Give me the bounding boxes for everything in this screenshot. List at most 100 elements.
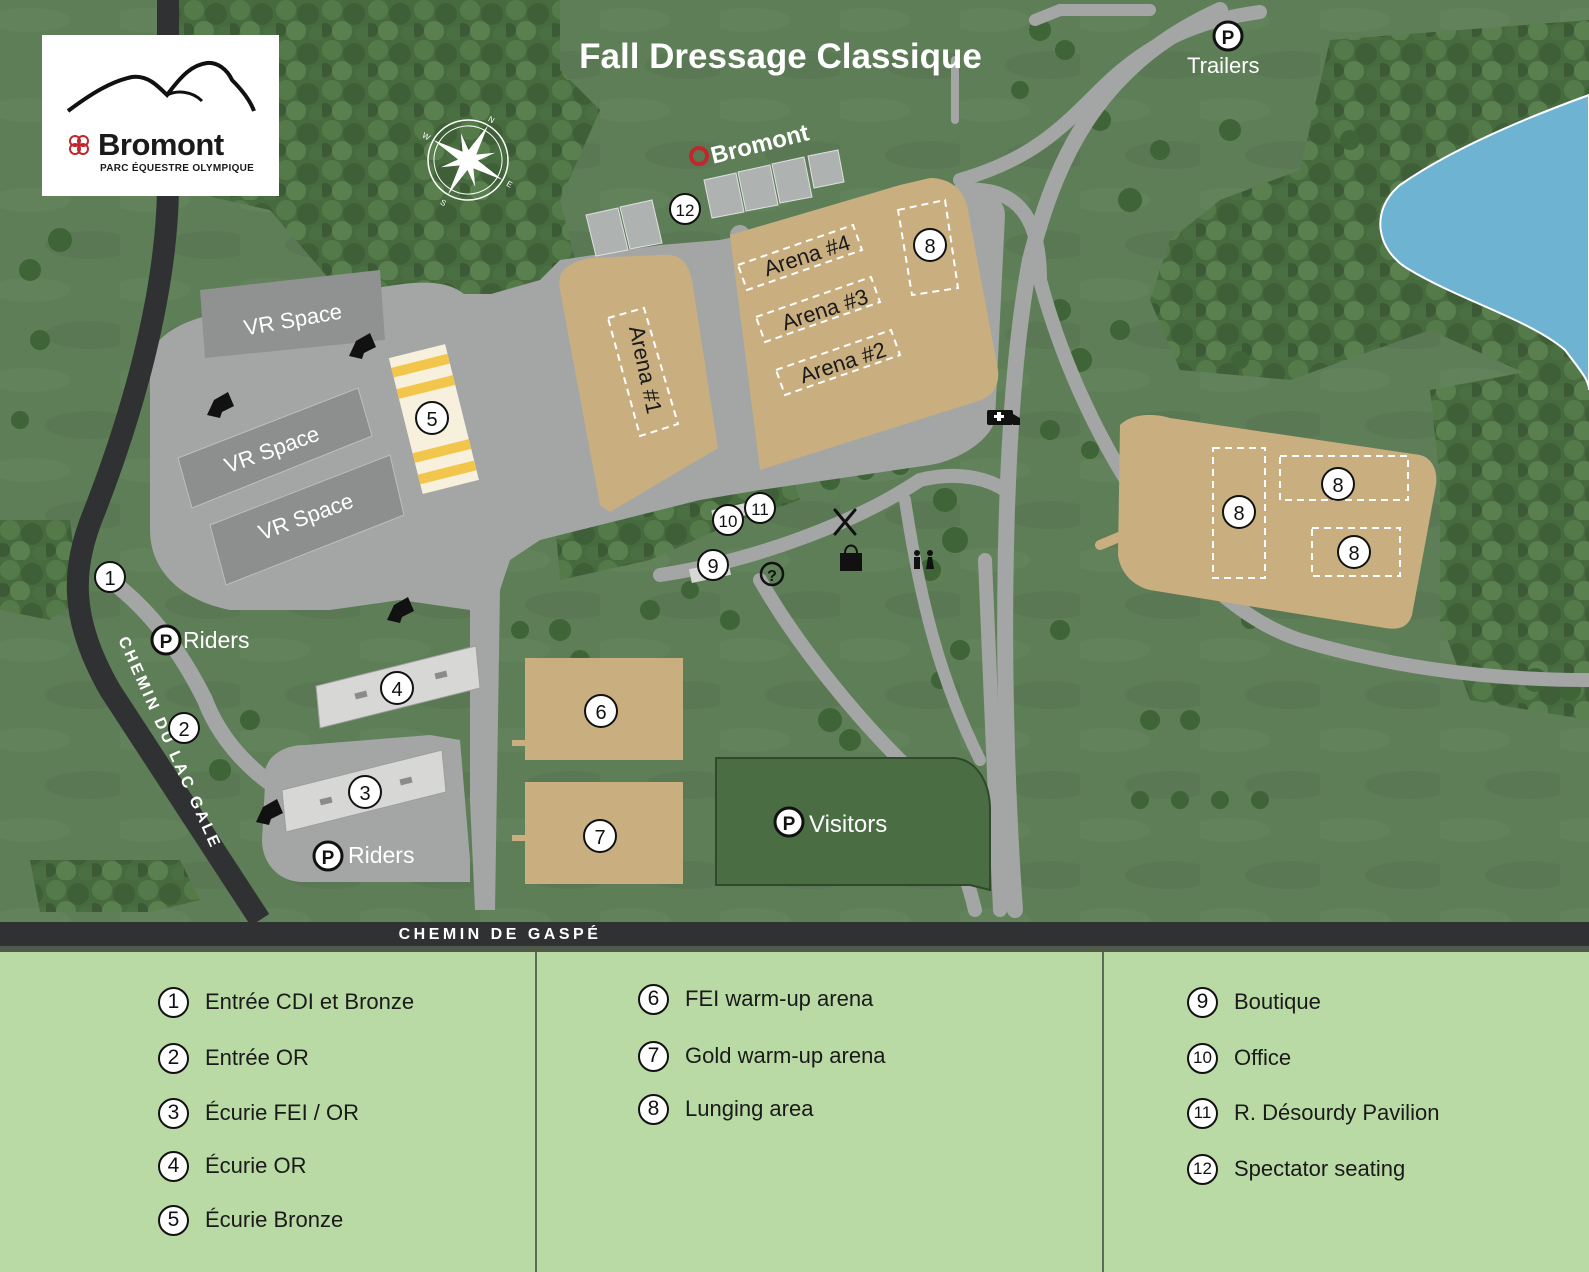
marker-1: 1 (94, 561, 126, 593)
legend-divider (535, 952, 537, 1272)
legend-label: Boutique (1234, 989, 1321, 1014)
legend-label: Écurie FEI / OR (205, 1100, 360, 1125)
riders-label: Riders (183, 627, 249, 653)
riders-label: Riders (348, 842, 414, 868)
question-icon: ? (759, 561, 785, 587)
logo-wordmark: Bromont (98, 127, 224, 162)
legend-item: 7 Gold warm-up arena (638, 1038, 886, 1074)
svg-text:4: 4 (391, 679, 402, 701)
svg-text:N: N (486, 114, 496, 125)
svg-text:3: 3 (359, 783, 370, 805)
svg-text:6: 6 (595, 702, 606, 724)
road-chemin-du-lac-gale (66, 0, 270, 927)
marker-8: 8 (1337, 535, 1371, 569)
marker-8: 8 (913, 228, 947, 262)
road-label-south: CHEMIN DE GASPÉ (398, 926, 602, 943)
legend-label: Entrée CDI et Bronze (205, 989, 415, 1014)
svg-text:E: E (505, 179, 514, 189)
svg-text:P: P (160, 632, 173, 653)
svg-text:8: 8 (1233, 503, 1244, 525)
svg-text:8: 8 (1348, 543, 1359, 565)
svg-text:2: 2 (178, 719, 189, 741)
visitors-label: Visitors (809, 811, 887, 838)
svg-text:P: P (783, 814, 796, 835)
lake (1379, 93, 1589, 391)
legend-number: 3 (158, 1097, 189, 1129)
legend-number: 12 (1187, 1153, 1218, 1185)
legend-number: 4 (158, 1150, 189, 1182)
legend-label: Écurie OR (205, 1153, 307, 1178)
marker-4: 4 (380, 671, 414, 705)
marker-9: 9 (697, 549, 729, 581)
legend-number: 1 (158, 986, 189, 1018)
legend-item: 3 Écurie FEI / OR (158, 1095, 359, 1131)
svg-text:10: 10 (719, 512, 738, 531)
map-title: Fall Dressage Classique (579, 37, 982, 76)
svg-text:9: 9 (707, 556, 718, 578)
svg-text:?: ? (767, 568, 777, 585)
vr-spaces (177, 387, 405, 586)
marker-8: 8 (1222, 495, 1256, 529)
olympic-rings-icon (69, 135, 89, 155)
legend-divider (1102, 952, 1104, 1272)
marker-3: 3 (348, 775, 382, 809)
shopping-bag-icon (840, 544, 862, 571)
legend-item: 10 Office (1187, 1040, 1291, 1076)
legend-number: 6 (638, 983, 669, 1015)
site-map: VR Space VR Space VR Space Arena #1 Aren… (0, 0, 1589, 952)
legend-label: Entrée OR (205, 1045, 309, 1070)
marker-5: 5 (415, 401, 449, 435)
legend-label: FEI warm-up arena (685, 986, 874, 1011)
parking-icon: P (150, 624, 182, 656)
legend-label: Spectator seating (1234, 1156, 1406, 1181)
parking-icon: P (1212, 20, 1244, 52)
marker-6: 6 (584, 694, 618, 728)
legend-number: 11 (1187, 1097, 1218, 1129)
marker-7: 7 (583, 819, 617, 853)
legend-number: 10 (1187, 1042, 1218, 1074)
legend-number: 7 (638, 1040, 669, 1072)
legend-item: 4 Écurie OR (158, 1148, 306, 1184)
legend-item: 12 Spectator seating (1187, 1151, 1405, 1187)
logo-subtitle: PARC ÉQUESTRE OLYMPIQUE (100, 163, 255, 174)
svg-text:S: S (439, 198, 448, 208)
marker-8: 8 (1321, 467, 1355, 501)
legend-item: 2 Entrée OR (158, 1040, 309, 1076)
restroom-icon (914, 550, 934, 569)
legend-label: Écurie Bronze (205, 1207, 344, 1232)
parking-icon: P (312, 840, 344, 872)
svg-text:12: 12 (676, 201, 695, 220)
spectator-stands (585, 149, 845, 257)
legend-item: 1 Entrée CDI et Bronze (158, 984, 414, 1020)
ambulance-icon (987, 410, 1020, 425)
legend-number: 9 (1187, 986, 1218, 1018)
legend-item: 6 FEI warm-up arena (638, 981, 873, 1017)
svg-text:W: W (421, 131, 432, 143)
horse-head-icon (207, 333, 414, 825)
svg-text:P: P (1222, 28, 1235, 49)
legend-item: 11 R. Désourdy Pavilion (1187, 1095, 1439, 1131)
marker-10: 10 (712, 504, 744, 536)
svg-text:P: P (322, 848, 335, 869)
legend-label: R. Désourdy Pavilion (1234, 1100, 1440, 1125)
legend-label: Office (1234, 1045, 1292, 1070)
svg-text:8: 8 (924, 236, 935, 258)
trailers-label: Trailers (1187, 53, 1260, 78)
svg-text:5: 5 (426, 409, 437, 431)
ring-boundaries (606, 198, 1409, 579)
marker-2: 2 (168, 712, 200, 744)
legend-item: 5 Écurie Bronze (158, 1202, 343, 1238)
marker-12: 12 (669, 193, 701, 225)
legend-label: Gold warm-up arena (685, 1043, 886, 1068)
legend-number: 5 (158, 1204, 189, 1236)
legend-number: 2 (158, 1042, 189, 1074)
compass-rose-icon: N E S W (421, 114, 514, 208)
fork-knife-icon (833, 508, 857, 536)
legend-label: Lunging area (685, 1096, 814, 1121)
svg-text:8: 8 (1332, 475, 1343, 497)
svg-text:11: 11 (751, 500, 769, 519)
visitors-parking-lot (715, 757, 991, 892)
svg-text:7: 7 (594, 827, 605, 849)
